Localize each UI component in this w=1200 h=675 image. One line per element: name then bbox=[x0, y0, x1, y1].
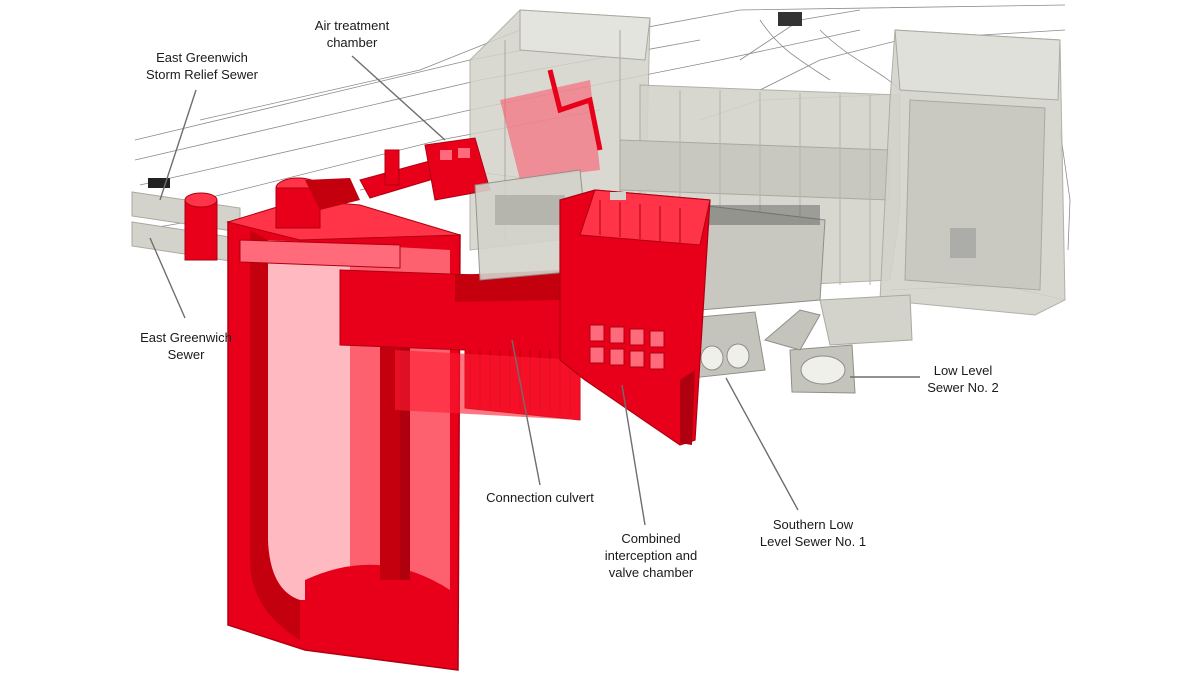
low-level-sewer-2 bbox=[763, 309, 856, 394]
leader-connection-culvert bbox=[511, 339, 541, 486]
leader-storm-relief bbox=[159, 89, 197, 201]
southern-low-level-sewer-1 bbox=[687, 311, 766, 379]
existing-valve-house bbox=[699, 204, 913, 346]
air-treatment-chamber bbox=[424, 69, 603, 201]
label-low-level-sewer-2: Low Level Sewer No. 2 bbox=[927, 363, 999, 395]
plan-block bbox=[778, 12, 802, 26]
leader-lines bbox=[149, 55, 920, 526]
label-east-greenwich-sewer: East Greenwich Sewer bbox=[140, 330, 232, 362]
leader-southern-low-level bbox=[725, 377, 799, 511]
plan-block bbox=[148, 178, 170, 188]
label-southern-low-level-sewer-1: Southern Low Level Sewer No. 1 bbox=[759, 517, 867, 549]
leader-combined-interception bbox=[621, 384, 646, 526]
storm-relief-connection-pipe bbox=[184, 149, 471, 269]
combined-interception-valve-chamber bbox=[559, 189, 711, 446]
label-connection-culvert: Connection culvert bbox=[486, 490, 594, 505]
existing-right-tower bbox=[879, 29, 1066, 316]
label-storm-relief-sewer: East Greenwich Storm Relief Sewer bbox=[146, 50, 258, 82]
label-air-treatment-chamber: Air treatment chamber bbox=[314, 18, 390, 50]
label-combined-interception: Combined interception and valve chamber bbox=[604, 531, 698, 580]
leader-east-greenwich-sewer bbox=[149, 237, 186, 319]
leader-air-treatment bbox=[351, 55, 446, 141]
